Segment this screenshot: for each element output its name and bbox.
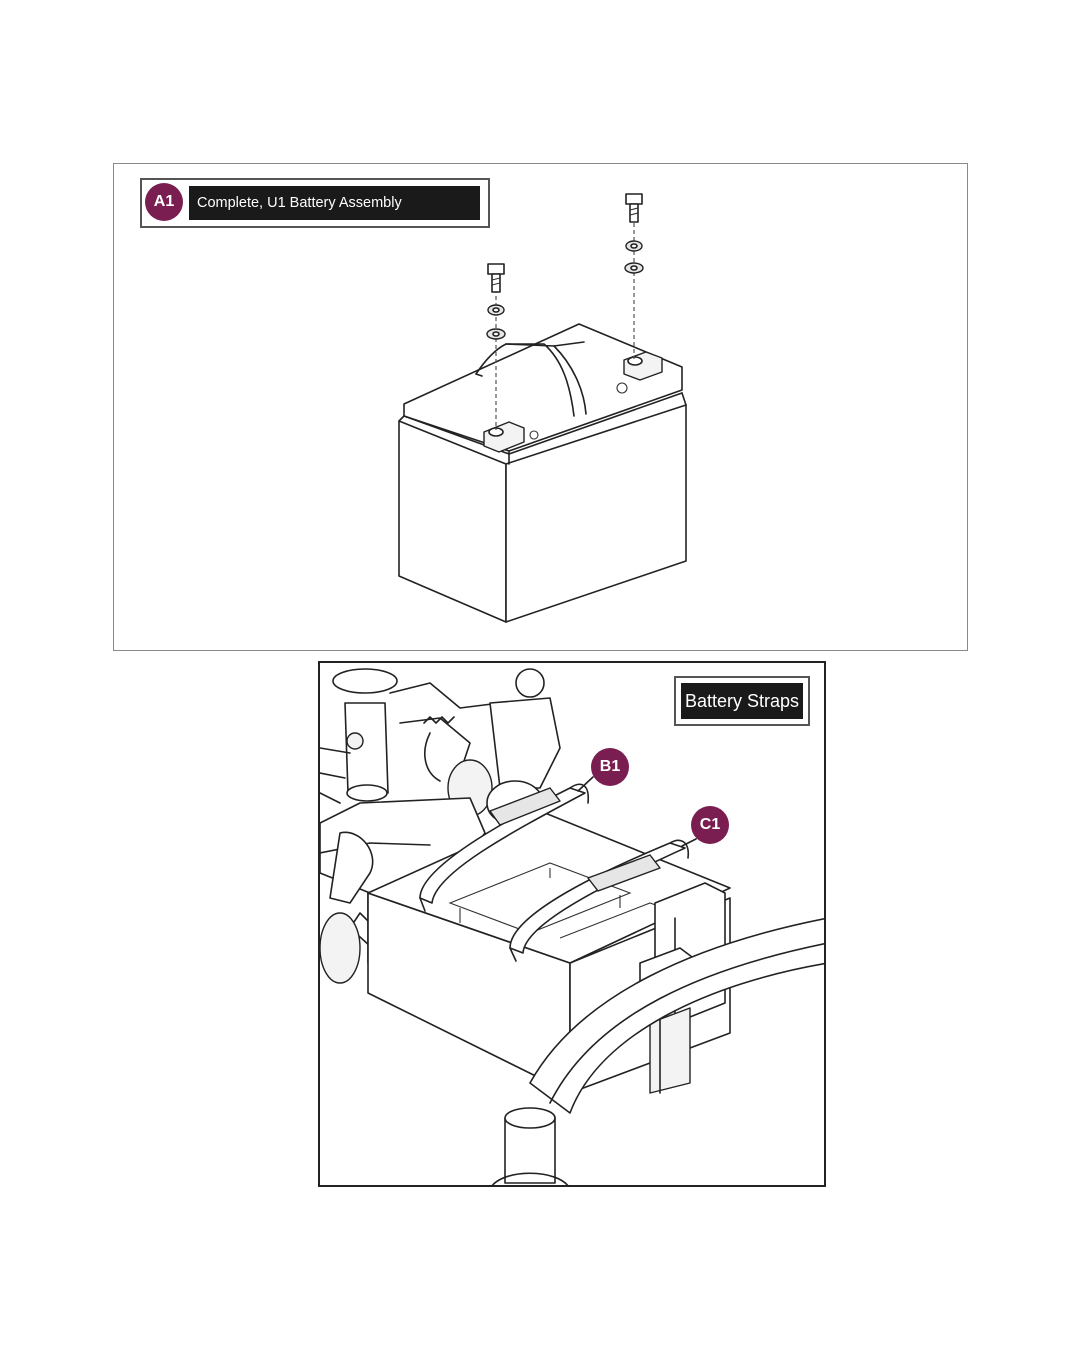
battery-assembly-title: Complete, U1 Battery Assembly [189, 186, 480, 220]
curved-tube [529, 918, 824, 1114]
battery-straps-title: Battery Straps [681, 683, 803, 719]
battery-front-face [398, 420, 507, 623]
bolt-right [624, 193, 644, 274]
callout-c1: C1 [691, 806, 729, 844]
battery-straps-panel: Battery Straps B1 C1 [318, 661, 826, 1187]
battery-assembly-label: A1 Complete, U1 Battery Assembly [140, 178, 490, 228]
battery-straps-label: Battery Straps [674, 676, 810, 726]
battery-assembly-panel: A1 Complete, U1 Battery Assembly [113, 163, 968, 651]
seat-post [491, 1107, 569, 1185]
battery-right-face [505, 404, 687, 623]
bolt-left [486, 263, 506, 340]
strap-b1 [419, 783, 590, 912]
straps-drawing [320, 668, 824, 1185]
callout-a1: A1 [145, 183, 183, 221]
battery-drawing [398, 193, 687, 623]
callout-b1: B1 [591, 748, 629, 786]
strap-c1 [509, 839, 690, 962]
